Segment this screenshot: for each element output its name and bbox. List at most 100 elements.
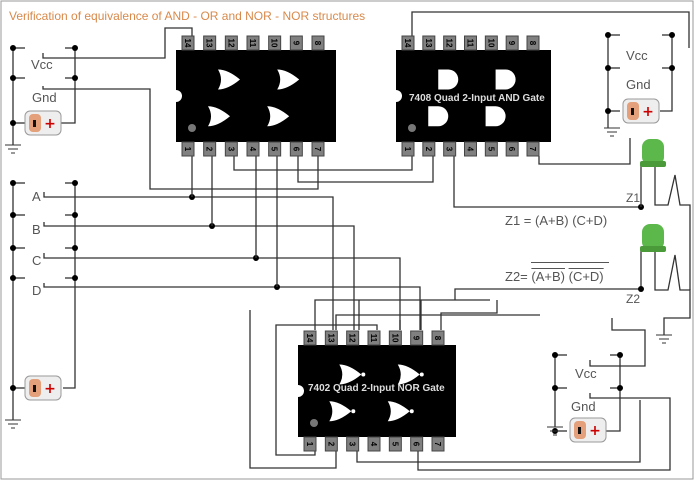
pin-3 (346, 436, 360, 452)
wire (454, 250, 642, 300)
pin-13 (324, 330, 338, 346)
pin-number: 4 (248, 147, 257, 152)
junction-dot (605, 65, 611, 71)
nor-gate-icon (329, 401, 352, 422)
junction-dot (617, 352, 623, 358)
led-z2-base (640, 246, 666, 252)
inversion-bubble (351, 409, 356, 414)
pin-number: 1 (183, 147, 192, 152)
plus-icon: + (44, 116, 56, 132)
pin-10 (484, 35, 498, 51)
pin-2 (422, 141, 436, 157)
and-gate-icon (495, 69, 516, 90)
junction-dot (669, 32, 675, 38)
junction-dot (552, 385, 558, 391)
pin-7 (431, 436, 445, 452)
notch (170, 90, 182, 102)
and-chip-body (396, 50, 551, 142)
wire (43, 283, 421, 330)
minus-icon (578, 427, 581, 434)
z2-node-label: Z2 (626, 292, 641, 306)
pin-number: 3 (226, 147, 235, 152)
wire (42, 27, 193, 59)
and-gate-icon (428, 106, 449, 127)
pin-4 (246, 141, 260, 157)
pin-2 (324, 436, 338, 452)
junction-dot (10, 120, 16, 126)
wire (43, 192, 334, 330)
or-gate-icon (267, 106, 290, 127)
wire (589, 393, 671, 471)
and-gate-icon (485, 106, 506, 127)
pin-10 (268, 35, 282, 51)
pin-number: 2 (205, 147, 214, 152)
wire (335, 314, 540, 330)
pin1-dot (188, 124, 196, 132)
pin-12 (443, 35, 457, 51)
z2-overline (531, 262, 609, 263)
pin-12 (224, 35, 238, 51)
wire (606, 355, 621, 432)
wire (275, 324, 378, 456)
or-gate-icon (277, 69, 300, 90)
junction-dot (10, 385, 16, 391)
led-z1 (642, 139, 664, 165)
z1-formula-lhs: Z1 (505, 213, 521, 228)
pin-number: 7 (528, 147, 537, 152)
junction-dot (10, 75, 16, 81)
pin-number: 8 (528, 41, 537, 46)
pin-9 (289, 35, 303, 51)
plus-icon: + (642, 104, 654, 120)
gnd-label-right: Gnd (626, 77, 651, 92)
battery-right: + (622, 98, 660, 124)
pin-number: 12 (226, 39, 235, 48)
vcc-label-bottom: Vcc (575, 366, 597, 381)
wire (654, 250, 691, 335)
pin-number: 8 (433, 336, 442, 341)
junction-dot (10, 245, 16, 251)
plus-icon: + (589, 423, 601, 439)
junction-dot (10, 212, 16, 218)
pin-14 (303, 330, 317, 346)
pin1-dot (310, 419, 318, 427)
junction-dot (617, 385, 623, 391)
pin-8 (311, 35, 325, 51)
pin-number: 9 (412, 336, 421, 341)
pin-13 (422, 35, 436, 51)
z1-formula-rhs: = (A+B) (C+D) (523, 213, 608, 228)
junction-dot (72, 75, 78, 81)
pin-1 (181, 141, 195, 157)
pin-number: 10 (390, 334, 399, 343)
and-gate-icon (438, 69, 459, 90)
pin-number: 4 (369, 442, 378, 447)
junction-dot (669, 65, 675, 71)
junction-dot (605, 108, 611, 114)
pin-number: 11 (248, 39, 257, 48)
pin-number: 5 (390, 442, 399, 447)
pin-9 (505, 35, 519, 51)
pin-6 (289, 141, 303, 157)
minus-icon (631, 108, 634, 115)
pin-number: 7 (433, 442, 442, 447)
notch (292, 385, 304, 397)
inversion-bubble (419, 372, 424, 377)
pin-number: 6 (507, 147, 516, 152)
gnd-label-bottom: Gnd (571, 399, 596, 414)
junction-dot (10, 275, 16, 281)
wire (61, 48, 76, 124)
pin-13 (203, 35, 217, 51)
pin-number: 6 (412, 442, 421, 447)
vcc-label-left: Vcc (31, 57, 53, 72)
pin-14 (181, 35, 195, 51)
led-z2 (642, 224, 664, 250)
pin-number: 2 (424, 147, 433, 152)
pin-3 (224, 141, 238, 157)
pin-number: 12 (445, 39, 454, 48)
pin-4 (367, 436, 381, 452)
pin-number: 5 (486, 147, 495, 152)
vcc-label-right: Vcc (626, 48, 648, 63)
